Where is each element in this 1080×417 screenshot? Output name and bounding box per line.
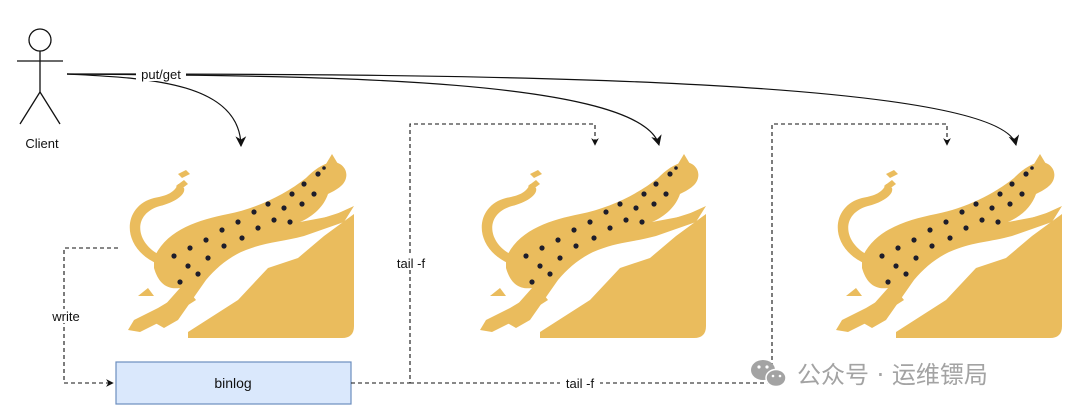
tail-bottom-label-bg (560, 376, 600, 390)
leopard-node-2 (480, 154, 706, 338)
request-arrow-node-1 (66, 73, 247, 148)
tail-bottom-label: tail -f (566, 376, 595, 391)
request-arrow-node-2 (66, 73, 662, 147)
write-label-bg (50, 309, 84, 323)
request-arrow-node-3 (66, 73, 1020, 147)
watermark-text: 公众号 · 运维镖局 (797, 361, 988, 389)
binlog-label: binlog (214, 375, 251, 391)
actor-head (28, 28, 52, 52)
client-label: Client (25, 136, 59, 151)
tail-arrow-node-2 (351, 123, 599, 384)
leopard-node-3 (836, 154, 1062, 338)
write-label: write (51, 309, 79, 324)
tail-arrow-node-3 (410, 123, 951, 384)
actor-left-leg (19, 91, 41, 125)
wechat-icon (751, 360, 787, 388)
actor-right-leg (39, 91, 61, 125)
tail-left-label-bg (392, 256, 430, 270)
request-label-bg (136, 67, 186, 81)
binlog-box (115, 361, 352, 405)
client-actor (17, 28, 63, 125)
leopard-node-1 (128, 154, 354, 338)
watermark: 公众号 · 运维镖局 (751, 360, 988, 389)
request-label: put/get (141, 67, 181, 82)
tail-left-label: tail -f (397, 256, 426, 271)
